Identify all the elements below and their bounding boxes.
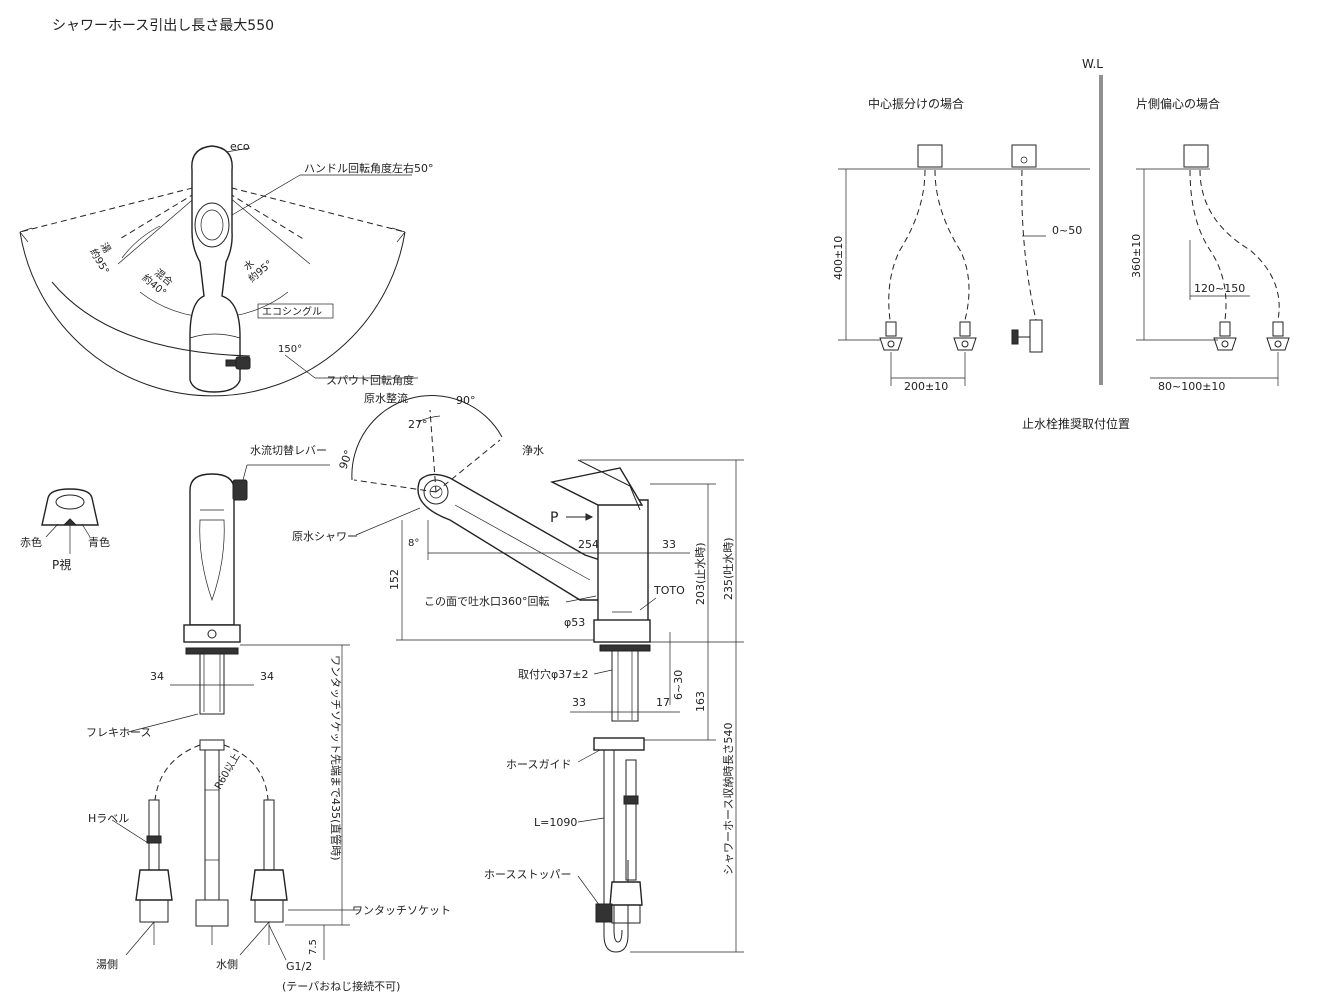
- stop-valve-offset-right: [1266, 321, 1290, 351]
- dim-200: 200±10: [904, 380, 948, 393]
- valve-layout: W.L 中心振分けの場合 片側偏心の場合 400±10 200±10: [832, 57, 1290, 431]
- dim-203: 203(止水時): [694, 542, 707, 605]
- top-view: eco ハンドル回転角度左右50° 湯 約95° 混合 約40° 水 約95° …: [19, 140, 434, 397]
- dim-right-34: 34: [260, 670, 274, 683]
- handle-rotation-label: ハンドル回転角度左右50°: [304, 161, 434, 175]
- spout-rotation-label: スパウト回転角度: [326, 373, 414, 387]
- spout-rotate-note: この面で吐水口360°回転: [424, 595, 550, 608]
- flex-hose-label: フレキホース: [86, 726, 151, 739]
- r60-label: R60以上: [212, 751, 242, 791]
- p-arrow-label: P: [550, 510, 558, 526]
- one-touch-socket-label: ワンタッチソケット: [352, 904, 451, 917]
- eco-label: eco: [230, 140, 250, 153]
- cold-side-label: 水側: [216, 958, 238, 971]
- dim-left-34: 34: [150, 670, 164, 683]
- p-view: 赤色 青色 P視: [20, 488, 110, 572]
- side-view: 原水整流 90° 27° 浄水 90° 原水シャワー P 8° 254 33 T…: [292, 391, 744, 953]
- dim-235: 235(吐水時): [722, 537, 735, 600]
- spout-angle-value: 150°: [278, 344, 302, 355]
- valve-layout-caption: 止水栓推奨取付位置: [1022, 416, 1130, 431]
- dim-7-5: 7.5: [308, 939, 319, 955]
- drawing-title: シャワーホース引出し長さ最大550: [52, 18, 274, 34]
- water-switch-lever-label: 水流切替レバー: [250, 443, 327, 457]
- socket-distance-label: ワンタッチソケット先端まで435(直管時): [329, 655, 343, 861]
- hot-side-label: 湯側: [96, 958, 118, 971]
- hose-stored-length-label: シャワーホース収納時長さ540: [722, 723, 735, 875]
- dim-360: 360±10: [1130, 234, 1143, 278]
- dim-33-top: 33: [662, 538, 676, 551]
- stop-valve-right: [953, 321, 977, 351]
- stop-valve-side: [1011, 319, 1043, 353]
- raw-shower-label: 原水シャワー: [292, 530, 358, 543]
- brand-label: TOTO: [653, 584, 685, 597]
- purified-label: 浄水: [522, 443, 544, 457]
- raw-stream-label: 原水整流: [364, 391, 408, 405]
- dia-53: φ53: [564, 616, 585, 629]
- dim-33-bottom: 33: [572, 696, 586, 709]
- angle-90-left: 90°: [337, 448, 356, 471]
- dim-163: 163: [694, 691, 707, 712]
- dim-17: 17: [656, 696, 670, 709]
- dim-120-150: 120~150: [1194, 282, 1245, 295]
- stop-valve-left: [879, 321, 903, 351]
- front-view: 水流切替レバー 34 34 フレキホース R60以上 Hラベル 湯側: [86, 443, 451, 993]
- hose-stopper-label: ホースストッパー: [484, 868, 571, 881]
- one-side-offset-label: 片側偏心の場合: [1136, 96, 1220, 111]
- stop-valve-offset-left: [1213, 321, 1237, 351]
- angle-8: 8°: [408, 538, 419, 549]
- thread-note: (テーパおねじ接続不可): [282, 979, 400, 993]
- dim-254: 254: [578, 538, 599, 551]
- dim-152: 152: [388, 569, 401, 590]
- dim-6-30: 6~30: [672, 670, 685, 700]
- hose-length-label: L=1090: [534, 816, 577, 829]
- p-view-caption: P視: [52, 557, 71, 572]
- angle-27: 27°: [408, 418, 428, 431]
- angle-90-top: 90°: [456, 394, 476, 407]
- center-split-label: 中心振分けの場合: [868, 96, 964, 111]
- eco-single-box: エコシングル: [262, 305, 322, 318]
- blue-color-label: 青色: [88, 535, 110, 549]
- dim-400: 400±10: [832, 236, 845, 280]
- thread-label: G1/2: [286, 960, 312, 973]
- dim-0-50: 0~50: [1052, 224, 1082, 237]
- wl-label: W.L: [1082, 57, 1103, 71]
- hose-guide-label: ホースガイド: [506, 758, 571, 771]
- h-label: Hラベル: [88, 812, 129, 825]
- red-color-label: 赤色: [20, 535, 42, 549]
- mount-hole-label: 取付穴φ37±2: [518, 667, 588, 681]
- dim-80-100: 80~100±10: [1158, 380, 1225, 393]
